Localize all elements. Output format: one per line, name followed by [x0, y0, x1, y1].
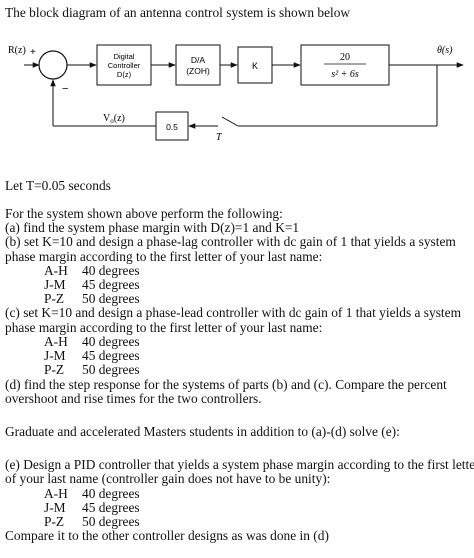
- plant-numerator: 20: [340, 52, 350, 63]
- sampler-label: T: [216, 132, 223, 143]
- feedback-signal-label: Vo(z): [103, 113, 125, 125]
- gain-k-block: [237, 46, 273, 84]
- instructions-intro: For the system shown above perform the f…: [5, 206, 283, 221]
- part-e-line-1: (e) Design a PID controller that yields …: [5, 457, 474, 472]
- plus-sign: +: [30, 47, 36, 58]
- plant-block: [300, 44, 390, 86]
- part-d-line-2: overshoot and rise times for the two con…: [5, 391, 262, 406]
- input-label: R(z): [8, 45, 26, 56]
- part-c-line-2: phase margin according to the first lett…: [5, 320, 323, 335]
- dac-zoh-block: [175, 44, 221, 86]
- dac-line-2: (ZOH): [186, 66, 210, 76]
- plant-denominator: s² + 6s: [331, 69, 359, 80]
- part-e-line-2: of your last name (controller gain does …: [5, 471, 331, 486]
- controller-line-3: D(z): [117, 70, 132, 79]
- part-e-compare: Compare it to the other controller desig…: [5, 528, 329, 543]
- sampler-switch: [221, 116, 239, 127]
- part-c-line-1: (c) set K=10 and design a phase-lead con…: [5, 305, 462, 320]
- controller-line-2: Controller: [108, 61, 141, 70]
- part-b-line-1: (b) set K=10 and design a phase-lag cont…: [5, 234, 456, 249]
- part-d-line-1: (d) find the step response for the syste…: [5, 377, 447, 392]
- minus-sign: −: [62, 83, 68, 95]
- part-a: (a) find the system phase margin with D(…: [5, 220, 300, 235]
- summing-junction: [38, 50, 68, 80]
- digital-controller-block: [96, 44, 152, 86]
- controller-line-1: Digital: [114, 52, 135, 61]
- gain-k-label: K: [252, 61, 258, 71]
- block-diagram: R(z) + − Digital Controller D(z) D/A (ZO…: [8, 44, 464, 143]
- graduate-note: Graduate and accelerated Masters student…: [5, 424, 400, 439]
- dac-line-1: D/A: [191, 55, 206, 65]
- feedback-gain-label: 0.5: [166, 122, 178, 132]
- sampling-period: Let T=0.05 seconds: [5, 178, 111, 193]
- output-label: θ(s): [437, 45, 453, 56]
- part-b-line-2: phase margin according to the first lett…: [5, 249, 323, 264]
- problem-heading: The block diagram of an antenna control …: [5, 5, 351, 20]
